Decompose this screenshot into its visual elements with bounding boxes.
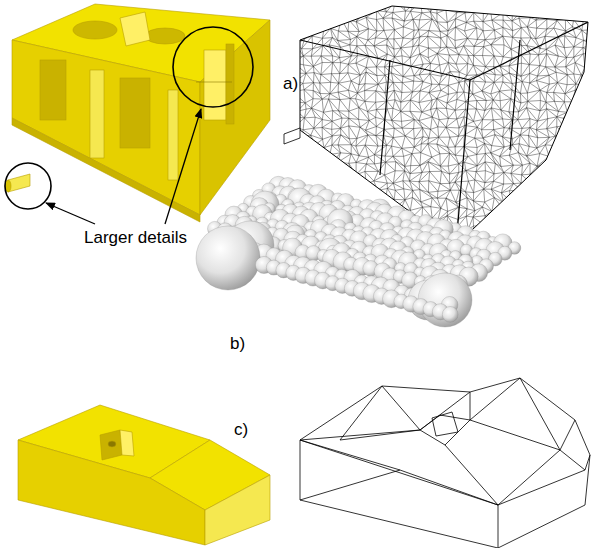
mesh-outline [300, 6, 588, 246]
mesh-pin [284, 128, 300, 144]
detail-circle [5, 163, 51, 209]
detail-circle [173, 27, 253, 107]
callout-arrow [165, 109, 201, 224]
panel-label: a) [283, 74, 298, 94]
solid-model-c [18, 405, 270, 545]
callout-text: Larger details [84, 228, 187, 248]
simplified-mesh [300, 378, 590, 548]
panel-label: c) [234, 420, 248, 440]
panel-label: b) [230, 334, 245, 354]
triangle-mesh [293, 0, 597, 256]
mesh-background [300, 6, 588, 246]
callout-arrow [46, 203, 95, 224]
sphere-approximation [196, 176, 521, 327]
solid-model-a [5, 4, 270, 222]
